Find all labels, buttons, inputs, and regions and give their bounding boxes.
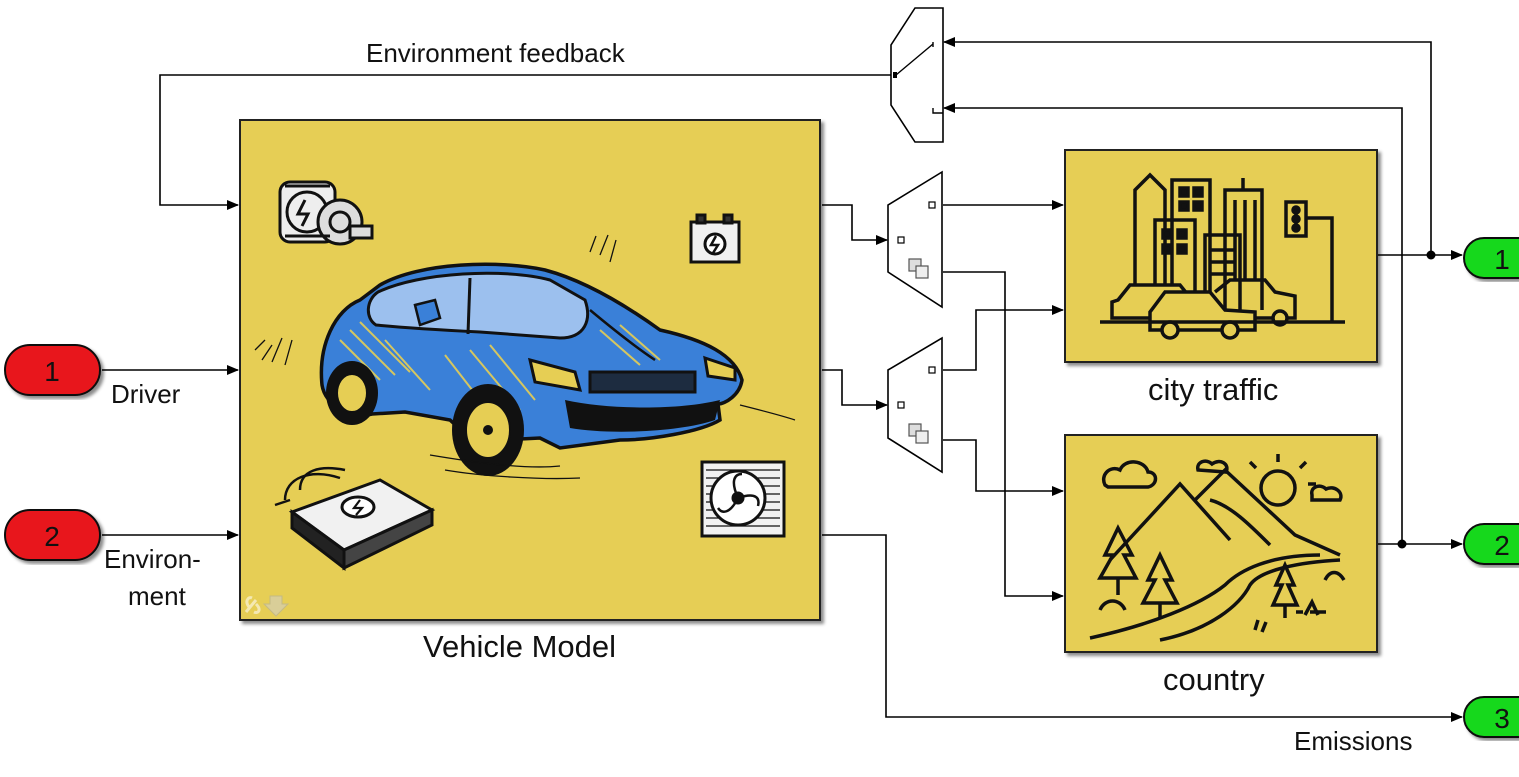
city-traffic-label: city traffic: [1148, 372, 1279, 407]
variant-switch-2[interactable]: [887, 336, 943, 474]
inport-2-number: 2: [44, 521, 60, 552]
vehicle-model-label: Vehicle Model: [423, 629, 617, 664]
line-emissions[interactable]: [822, 534, 1463, 722]
line-country-feedback[interactable]: [943, 103, 1403, 544]
branch-point-city: [1426, 250, 1436, 260]
line-vehicle-out1[interactable]: [822, 204, 888, 245]
line-environment-feedback[interactable]: [159, 74, 895, 210]
outport-2-number: 2: [1494, 530, 1510, 561]
line-switch2-country[interactable]: [943, 439, 1064, 496]
library-link-icon: [244, 595, 290, 617]
branch-point-country: [1397, 539, 1407, 549]
vehicle-model-block[interactable]: [239, 119, 821, 621]
variant-switch-1[interactable]: [887, 170, 943, 309]
outport-3-number: 3: [1494, 703, 1510, 734]
outport-3[interactable]: 3: [1463, 696, 1519, 738]
environment-label-line2: ment: [128, 581, 186, 611]
motor-icon: [278, 180, 374, 246]
city-skyline-icon: [1100, 172, 1345, 340]
battery-icon: [689, 213, 741, 264]
outport-2[interactable]: 2: [1463, 523, 1519, 565]
car-icon: [254, 234, 796, 480]
country-block[interactable]: [1064, 434, 1378, 653]
inverter-icon: [274, 466, 436, 572]
signal-lines: [102, 37, 1463, 722]
city-traffic-block[interactable]: [1064, 149, 1378, 363]
line-switch1-country[interactable]: [943, 271, 1064, 601]
radiator-fan-icon: [700, 460, 786, 538]
environment-label-line1: Environ-: [104, 544, 201, 574]
inport-2[interactable]: 2: [4, 509, 101, 561]
country-label: country: [1163, 662, 1265, 697]
emissions-label: Emissions: [1294, 726, 1413, 756]
inport-1-number: 1: [44, 356, 60, 387]
outport-1[interactable]: 1: [1463, 237, 1519, 279]
landscape-icon: [1089, 454, 1346, 642]
line-city-feedback[interactable]: [943, 37, 1432, 255]
feedback-switch-block[interactable]: [890, 7, 944, 143]
inport-1[interactable]: 1: [4, 344, 101, 396]
line-vehicle-out2[interactable]: [822, 369, 888, 410]
line-switch2-city[interactable]: [943, 305, 1064, 371]
outport-1-number: 1: [1494, 244, 1510, 275]
environment-feedback-label: Environment feedback: [366, 38, 625, 68]
driver-label: Driver: [111, 379, 181, 409]
